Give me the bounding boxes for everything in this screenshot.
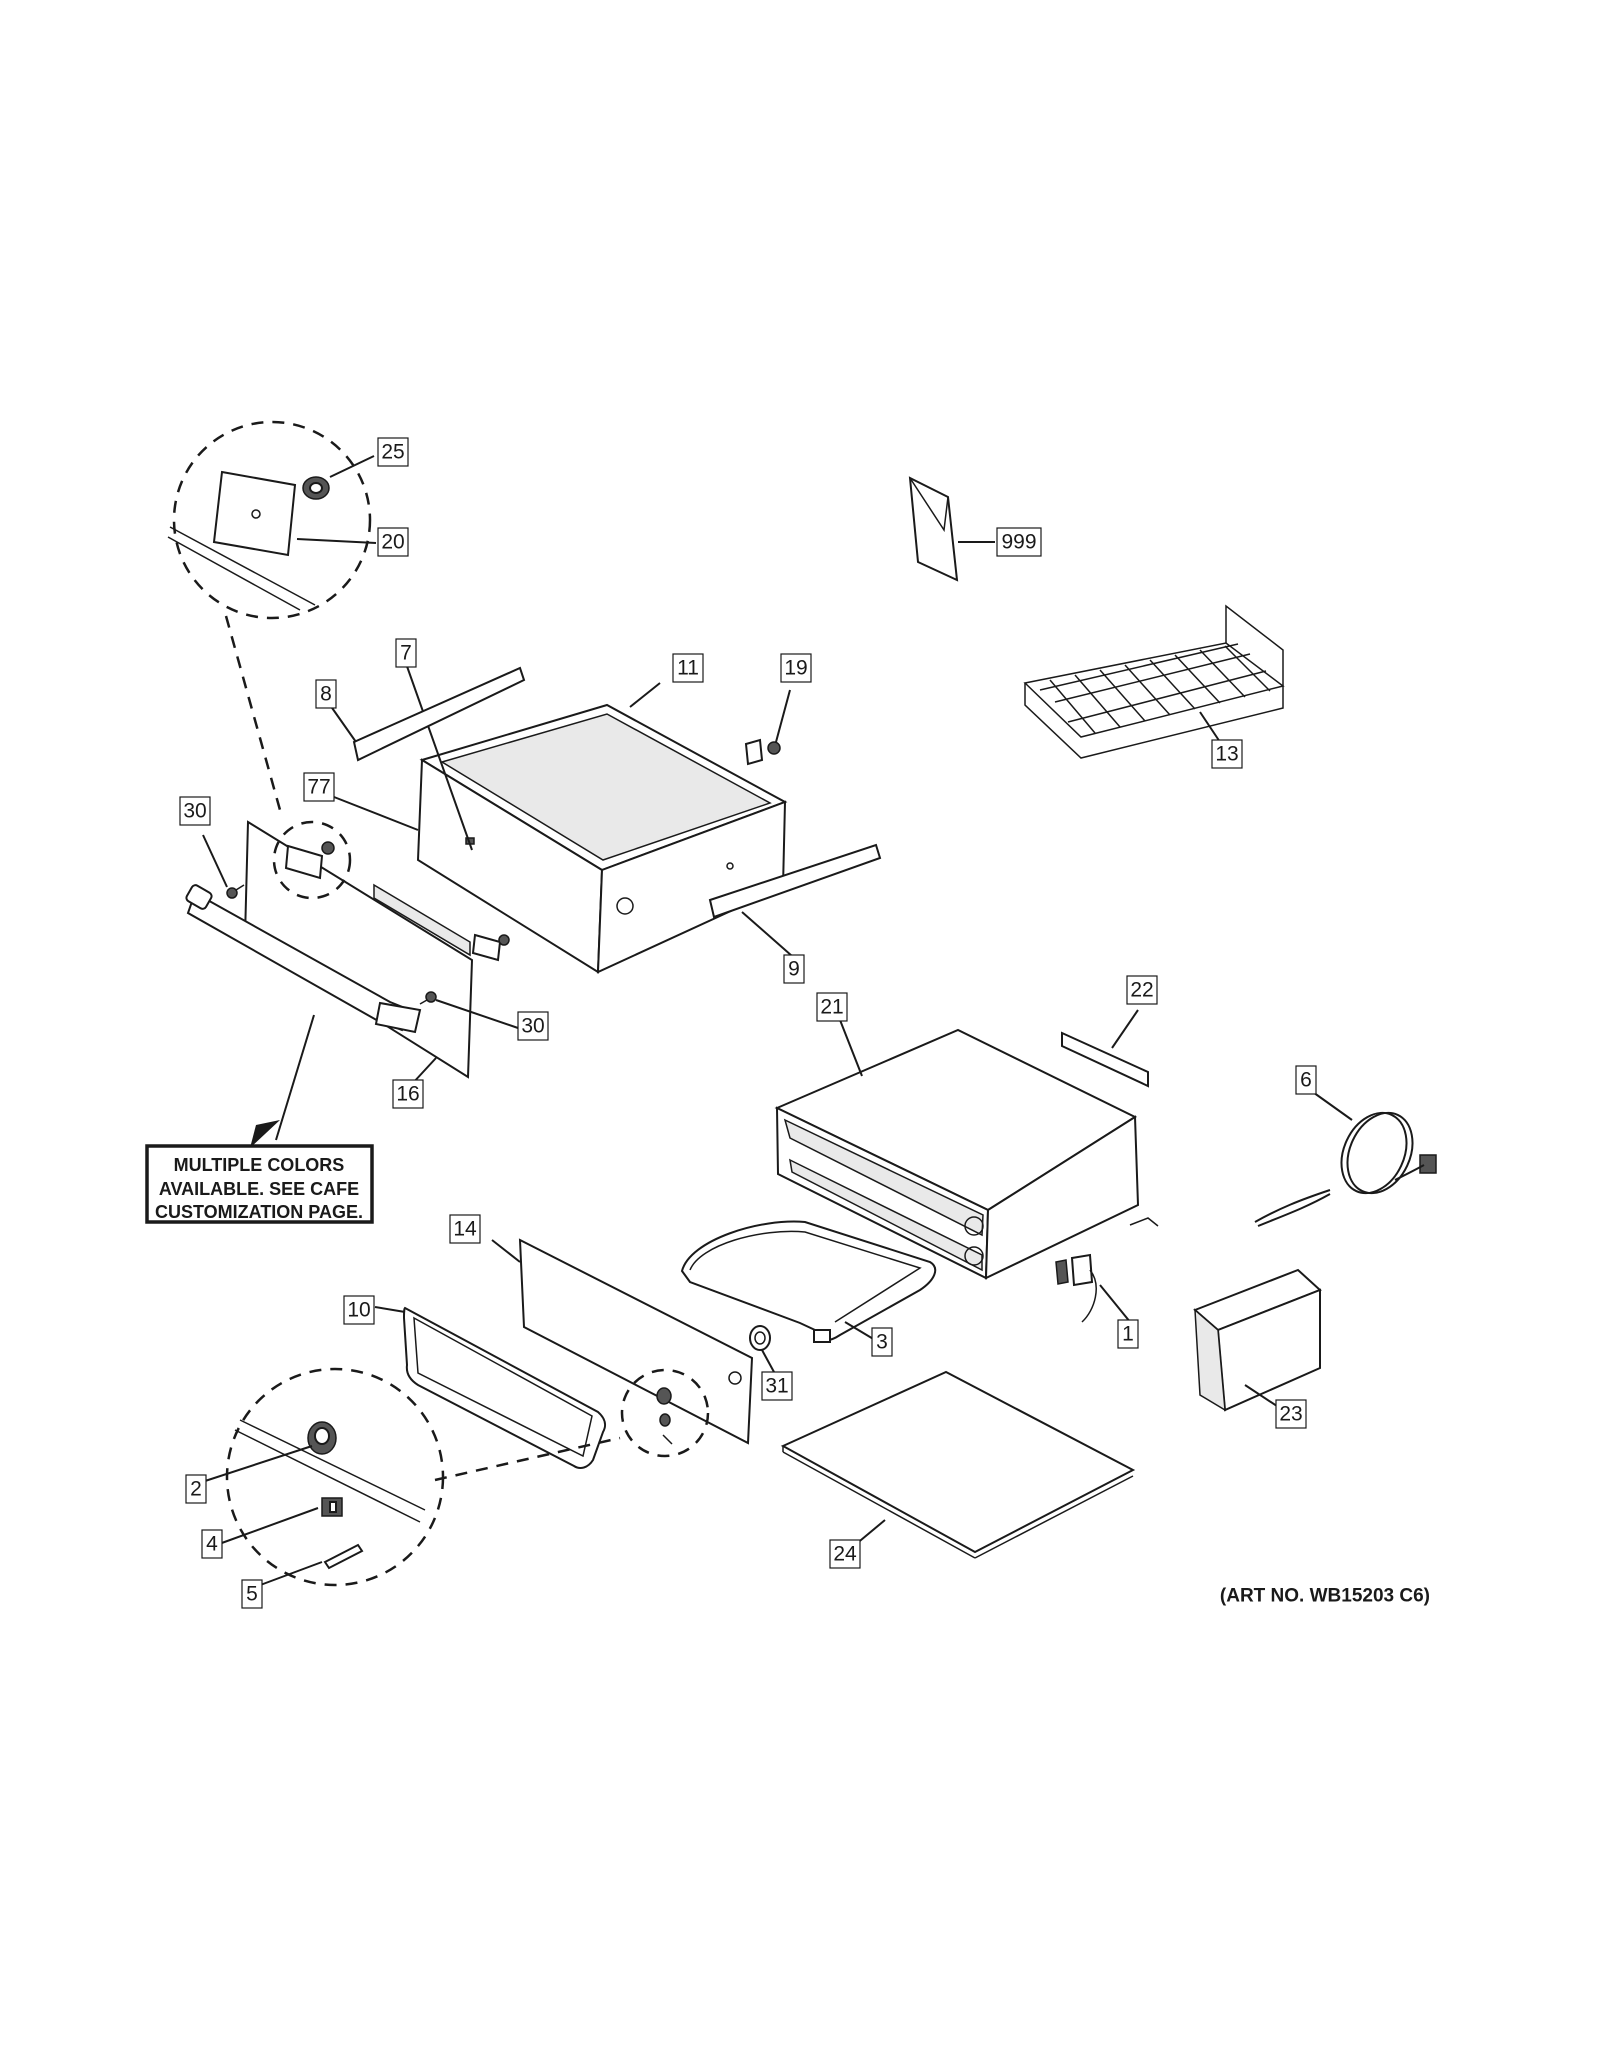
callout-1: 1	[1117, 1319, 1139, 1349]
svg-text:999: 999	[1001, 531, 1036, 554]
svg-text:8: 8	[320, 683, 332, 706]
svg-text:3: 3	[876, 1331, 888, 1354]
customization-note: MULTIPLE COLORS AVAILABLE. SEE CAFE CUST…	[145, 1144, 374, 1224]
callout-20: 20	[377, 527, 409, 557]
art-number: (ART NO. WB15203 C6)	[1220, 1586, 1430, 1607]
callout-31: 31	[761, 1371, 793, 1401]
callout-22: 22	[1126, 975, 1158, 1005]
svg-text:24: 24	[833, 1543, 857, 1566]
svg-text:7: 7	[400, 642, 412, 665]
detail-link-line-bottom	[434, 1436, 621, 1482]
trim-plate-20	[212, 470, 297, 557]
callout-5: 5	[241, 1579, 263, 1609]
callout-8: 8	[315, 679, 337, 709]
callout-30-bottom: 30	[517, 1011, 549, 1041]
gasket-10	[374, 1306, 607, 1469]
svg-text:23: 23	[1279, 1403, 1302, 1426]
svg-text:6: 6	[1300, 1069, 1312, 1092]
svg-text:13: 13	[1215, 743, 1238, 766]
detail-circle-top	[167, 420, 377, 620]
drawer-front-assembly	[185, 820, 519, 1148]
heating-element-3	[680, 1220, 937, 1343]
svg-text:9: 9	[788, 958, 800, 981]
callout-14: 14	[449, 1214, 481, 1244]
callout-30-top: 30	[179, 796, 211, 826]
detail-circle-panel	[620, 1368, 710, 1458]
svg-text:31: 31	[765, 1375, 788, 1398]
inner-panel-14	[491, 1238, 754, 1445]
svg-text:30: 30	[183, 800, 206, 823]
callout-21: 21	[816, 992, 848, 1022]
svg-text:30: 30	[521, 1015, 544, 1038]
wire-rack-13	[1023, 604, 1285, 759]
callout-10: 10	[343, 1295, 375, 1325]
callout-23: 23	[1275, 1399, 1307, 1429]
callout-9: 9	[783, 954, 805, 984]
svg-text:4: 4	[206, 1533, 218, 1556]
callout-7: 7	[395, 638, 417, 668]
detail-link-line-top	[224, 615, 282, 811]
screw-30-left	[226, 884, 245, 899]
callout-24: 24	[829, 1539, 861, 1569]
callout-2: 2	[185, 1474, 207, 1504]
callout-16: 16	[392, 1079, 424, 1109]
svg-text:5: 5	[246, 1583, 258, 1606]
bracket-19	[744, 738, 764, 766]
callout-3: 3	[871, 1327, 893, 1357]
bottom-panel-24	[780, 1370, 1136, 1559]
literature-pack-999	[908, 476, 995, 582]
detail-circle-controls	[201, 1367, 445, 1588]
drawer-box-assembly	[329, 654, 882, 974]
svg-text:14: 14	[453, 1218, 477, 1241]
svg-text:2: 2	[190, 1478, 202, 1501]
bracket-22	[1061, 1009, 1149, 1088]
thermistor-5	[323, 1543, 364, 1570]
svg-text:22: 22	[1130, 979, 1153, 1002]
callout-999: 999	[996, 527, 1042, 557]
callout-13: 13	[1211, 739, 1243, 769]
drawer-slide-9	[708, 843, 882, 919]
cover-23	[1193, 1268, 1322, 1417]
power-cord-6	[1254, 1089, 1437, 1227]
svg-text:10: 10	[347, 1299, 370, 1322]
svg-text:11: 11	[677, 657, 699, 680]
svg-text:MULTIPLE COLORS: MULTIPLE COLORS	[174, 1155, 345, 1175]
svg-text:21: 21	[820, 996, 843, 1019]
svg-text:AVAILABLE. SEE CAFE: AVAILABLE. SEE CAFE	[159, 1179, 359, 1199]
callout-6: 6	[1295, 1065, 1317, 1095]
svg-text:25: 25	[381, 441, 404, 464]
callout-4: 4	[201, 1529, 223, 1559]
svg-text:19: 19	[784, 657, 807, 680]
outer-case-21	[774, 1019, 1140, 1280]
drawer-slide-8	[352, 666, 526, 762]
gasket-ring-31	[749, 1325, 775, 1373]
callout-19: 19	[780, 653, 812, 683]
callout-25: 25	[377, 437, 409, 467]
callout-77: 77	[303, 772, 335, 802]
svg-text:CUSTOMIZATION PAGE.: CUSTOMIZATION PAGE.	[155, 1202, 363, 1222]
callout-11: 11	[672, 653, 704, 683]
screw-30-right	[419, 991, 437, 1005]
svg-text:1: 1	[1122, 1323, 1134, 1346]
svg-text:16: 16	[396, 1083, 419, 1106]
svg-text:77: 77	[307, 776, 330, 799]
svg-text:20: 20	[381, 531, 404, 554]
